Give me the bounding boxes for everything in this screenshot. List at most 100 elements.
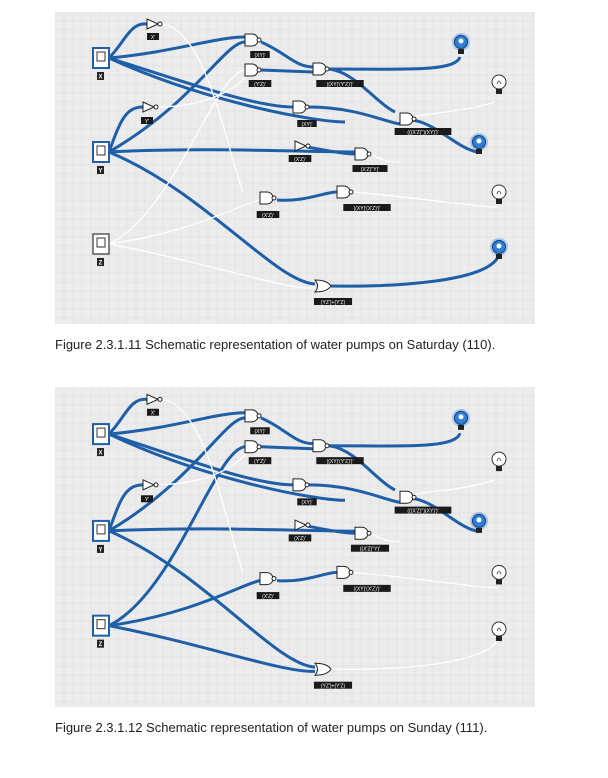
gate-label-nand1: ((XY)'(Y'Z)')' [316,80,364,88]
not-gate-x2 [294,519,308,531]
not-gate-x2-bubble [305,522,311,528]
and-gate-yz-bubble [256,67,262,73]
wire-active [410,496,478,533]
wire-active [328,56,462,71]
not-label-y: Y' [141,495,153,503]
switch-lever [96,237,106,248]
wire-active [107,483,144,532]
label-box [248,80,272,87]
not-gate-y-bubble [153,482,159,488]
input-label-box [97,166,104,174]
not-gate-x [146,18,160,30]
figure-caption-saturday: Figure 2.3.1.11 Schematic representation… [55,337,496,352]
wire-active [328,67,396,114]
output-bulb-3 [470,511,488,533]
label-box [394,128,452,135]
wire-inactive [410,101,496,118]
and-gate-xy2-bubble [304,482,310,488]
bulb-glass [491,74,507,90]
wire-active [260,40,314,69]
wire-inactive [160,398,244,573]
big-nand-gate [399,112,414,126]
input-label-box [97,639,104,648]
nand-gate-xzy [354,526,369,540]
bulb-glass [491,451,507,467]
label-text: ((XY)'(X'Z)')' [354,587,381,593]
bulb-base [496,579,502,585]
label-text: (X'Z)''Y)' [361,167,380,173]
gate-label-and-xy2: (XY)' [297,120,317,128]
nand-gate-1 [312,439,327,453]
nand-gate-1-bubble [324,443,330,449]
wire-inactive [160,23,244,193]
wire-active [108,579,261,628]
wire-inactive [108,243,316,289]
and-gate-yz-bubble [256,444,262,450]
input-switch-z: Z [92,614,110,648]
gate-label-and-yz: (Y'Z)' [248,80,272,88]
wire-active [108,40,246,154]
schematic-saturday: X'Y'(XY)'(Y'Z)'((XY)'(Y'Z)')'(XY)'(X'Z)'… [55,12,535,324]
not-gate-y [142,101,156,113]
nand-gate-2 [336,185,351,199]
and-gate-xy2-bubble [304,104,310,110]
label-text: (YZ')+(Y'Z) [321,684,346,690]
and-gate-xz-bubble [271,576,277,582]
gate-label-big: (((X'Z)'')(XY)')' [394,128,452,136]
label-box [352,165,388,172]
bulb-base [476,527,482,533]
and-gate-xz [259,572,274,586]
bulb-base [458,49,464,54]
schematic-panel-sunday: X'Y'(XY)'(Y'Z)'((XY)'(Y'Z)')'(XY)'(X'Z)'… [55,387,535,707]
label-text: (X'Z)' [294,536,306,542]
input-switch-y: Y [92,519,110,553]
gate-label-and-xz: (X'Z)' [256,592,280,600]
label-text: ((X'Z)''Y)' [360,547,380,553]
input-switch-y: Y [92,141,110,175]
input-label-box [97,258,104,266]
nand-gate-1 [312,62,327,76]
label-box [343,584,391,592]
wire-active [108,529,316,669]
and-gate-yz [244,440,259,454]
gate-label-or: (YZ')+(Y'Z) [313,298,353,306]
wire-inactive-outline [330,639,499,670]
wire-inactive [370,532,401,543]
wire-active [328,444,396,492]
wire-active [107,22,148,60]
label-text: (((X'Z)'')(XY)')' [407,508,438,514]
gate-label-x2: (X'Z)' [288,155,312,163]
bulb-base [496,89,502,94]
bulb-filament [496,80,502,85]
input-label-z: Z [99,642,103,648]
wire-active [330,256,500,288]
input-label-z: Z [99,261,103,267]
wire-active [108,416,246,533]
label-text: (Y'Z)' [254,459,266,465]
label-box [250,51,270,58]
wire-inactive-outline [108,69,246,245]
switch-lever [96,427,106,438]
gate-label-or: (YZ')+(Y'Z) [313,681,353,690]
wire-active [108,432,346,502]
input-label-x: X [98,75,102,81]
and-gate-xz-bubble [271,195,277,201]
label-box [288,155,312,162]
bulb-filament [496,457,502,462]
wire-active [276,570,338,583]
and-gate-xy [244,409,259,423]
label-box [313,681,353,689]
not-gate-x-bubble [157,21,163,27]
label-box [256,592,280,600]
bulb-shine [476,138,482,144]
nand-gate-xzy [354,147,369,161]
bulb-base [496,199,502,204]
wire-active [260,445,314,451]
label-box [316,80,364,87]
gate-label-nand1: ((XY)'(Y'Z)')' [316,457,364,465]
bulb-filament [496,627,502,632]
gate-label-and-xy: (XY)' [250,427,270,435]
wire-inactive [410,479,496,496]
bulb-glass [491,621,507,637]
switch-lever [96,524,106,535]
